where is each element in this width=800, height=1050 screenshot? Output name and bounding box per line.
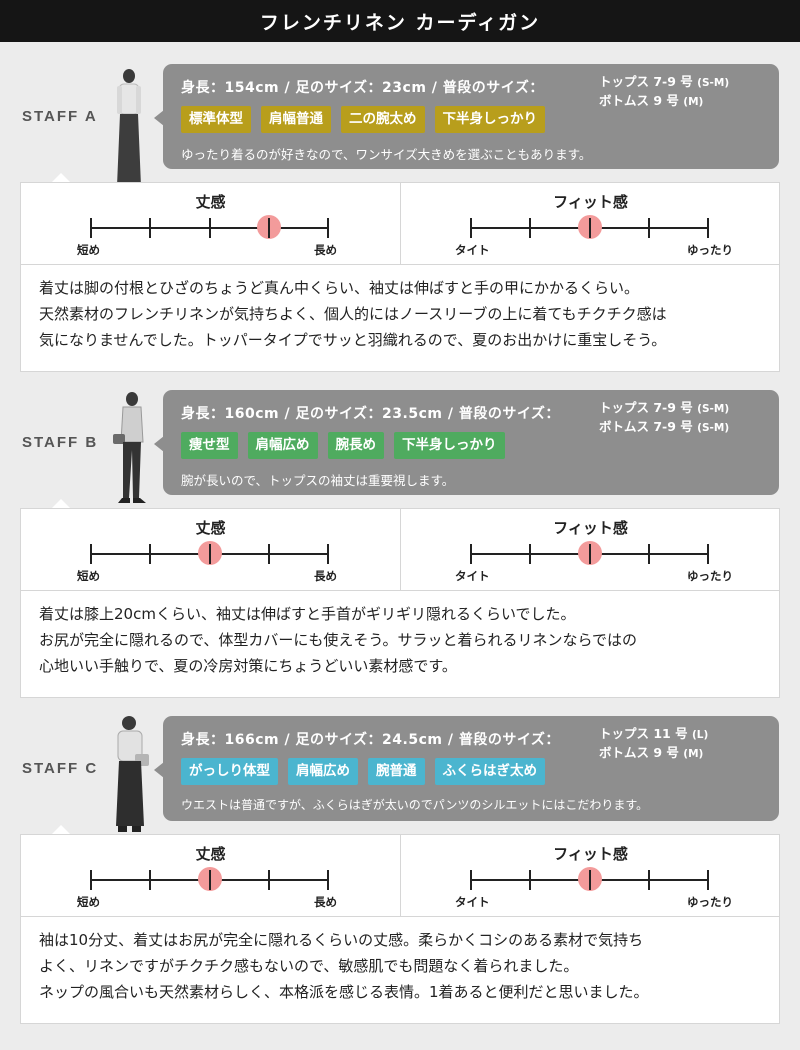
review-comment: 着丈は膝上20cmくらい、袖丈は伸ばすと手首がギリギリ隠れるくらいでした。 お尻… xyxy=(39,605,638,675)
fit-gauge: フィット感 タイト ゆったり xyxy=(400,835,780,916)
bottoms-size: ボトムス 9 号 xyxy=(599,745,679,760)
tag: 標準体型 xyxy=(181,106,251,133)
gauges: 丈感 短め 長め フィット感 xyxy=(21,183,779,265)
tag: 痩せ型 xyxy=(181,432,238,459)
staff-photo-a xyxy=(117,69,141,192)
gauge-right-label: 長め xyxy=(314,569,337,583)
gauge-right-label: ゆったり xyxy=(687,569,733,583)
staff-profile-bubble: 身長：160cm / 足のサイズ：23.5cm / 普段のサイズ： トップス 7… xyxy=(154,390,779,495)
body-type-tags: 痩せ型 肩幅広め 腕長め 下半身しっかり xyxy=(181,432,505,459)
bottoms-size: ボトムス 7-9 号 xyxy=(599,419,693,434)
tag: 下半身しっかり xyxy=(434,106,545,133)
bottoms-size: ボトムス 9 号 xyxy=(599,93,679,108)
gauge-left-label: タイト xyxy=(455,895,490,909)
staff-measurements: 身長：154cm / 足のサイズ：23cm / 普段のサイズ： xyxy=(181,80,544,96)
gauge-left-label: 短め xyxy=(77,569,100,583)
staff-note: 腕が長いので、トップスの袖丈は重要視します。 xyxy=(181,473,455,488)
gauges: 丈感 短め 長め フィット感 xyxy=(21,509,779,591)
gauge-title: フィット感 xyxy=(553,519,628,537)
tops-size: トップス 7-9 号 xyxy=(599,400,693,415)
gauge-left-label: 短め xyxy=(77,895,100,909)
body-type-tags: 標準体型 肩幅普通 二の腕太め 下半身しっかり xyxy=(181,106,545,133)
staff-label: STAFF C xyxy=(22,760,99,777)
bottoms-size-code: (M) xyxy=(683,748,704,760)
staff-label: STAFF B xyxy=(22,434,99,451)
gauge-left-label: 短め xyxy=(77,243,100,257)
staff-note: ゆったり着るのが好きなので、ワンサイズ大きめを選ぶこともあります。 xyxy=(181,147,592,162)
gauge-right-label: ゆったり xyxy=(687,243,733,257)
usual-sizes: トップス 7-9 号 (S-M) ボトムス 9 号 (M) xyxy=(599,73,729,111)
tag: がっしり体型 xyxy=(181,758,278,785)
length-gauge: 丈感 短め 長め xyxy=(21,183,400,264)
gauge-left-label: タイト xyxy=(455,569,490,583)
length-gauge: 丈感 短め 長め xyxy=(21,509,400,590)
tops-size-code: (L) xyxy=(691,729,709,741)
tag: 下半身しっかり xyxy=(394,432,505,459)
review-card: 丈感 短め 長め フィット感 xyxy=(20,508,780,698)
tag: 二の腕太め xyxy=(341,106,425,133)
gauge-right-label: 長め xyxy=(314,895,337,909)
card-pointer xyxy=(52,173,70,182)
gauge-title: 丈感 xyxy=(195,845,226,863)
staff-measurements: 身長：160cm / 足のサイズ：23.5cm / 普段のサイズ： xyxy=(181,406,560,422)
staff-measurements: 身長：166cm / 足のサイズ：24.5cm / 普段のサイズ： xyxy=(181,732,560,748)
staff-photo-c xyxy=(116,716,149,832)
usual-sizes: トップス 7-9 号 (S-M) ボトムス 7-9 号 (S-M) xyxy=(599,399,729,437)
tag: 肩幅広め xyxy=(247,432,318,459)
tag: 腕長め xyxy=(327,432,384,459)
gauge-left-label: タイト xyxy=(455,243,490,257)
tops-size: トップス 7-9 号 xyxy=(599,74,693,89)
page-title: フレンチリネン カーディガン xyxy=(0,0,800,42)
gauge-title: フィット感 xyxy=(553,193,628,211)
tops-size-code: (S-M) xyxy=(697,403,730,415)
tag: 腕普通 xyxy=(368,758,425,785)
bottoms-size-code: (S-M) xyxy=(697,422,730,434)
review-card: 丈感 短め 長め フィット感 xyxy=(20,182,780,372)
review-comment: 着丈は脚の付根とひざのちょうど真ん中くらい、袖丈は伸ばすと手の甲にかかるくらい。… xyxy=(39,279,667,349)
review-card: 丈感 短め 長め フィット感 xyxy=(20,834,780,1024)
gauge-title: 丈感 xyxy=(195,193,226,211)
body-type-tags: がっしり体型 肩幅広め 腕普通 ふくらはぎ太め xyxy=(181,758,545,785)
staff-photo-b xyxy=(113,392,146,503)
staff-note: ウエストは普通ですが、ふくらはぎが太いのでパンツのシルエットにはこだわります。 xyxy=(181,798,649,812)
card-pointer xyxy=(52,499,70,508)
tag: ふくらはぎ太め xyxy=(434,758,545,785)
gauge-title: 丈感 xyxy=(195,519,226,537)
gauges: 丈感 短め 長め フィット感 xyxy=(21,835,779,917)
length-gauge: 丈感 短め 長め xyxy=(21,835,400,916)
staff-profile-bubble: 身長：166cm / 足のサイズ：24.5cm / 普段のサイズ： トップス 1… xyxy=(154,716,779,821)
fit-gauge: フィット感 タイト ゆったり xyxy=(400,183,780,264)
tag: 肩幅普通 xyxy=(261,106,331,133)
tops-size: トップス 11 号 xyxy=(599,726,688,741)
usual-sizes: トップス 11 号 (L) ボトムス 9 号 (M) xyxy=(599,725,708,763)
staff-review-list: STAFF A 身長：154cm / 足のサイズ：23cm / 普段のサイズ： … xyxy=(0,42,800,1050)
staff-profile-bubble: 身長：154cm / 足のサイズ：23cm / 普段のサイズ： トップス 7-9… xyxy=(154,64,779,169)
staff-label: STAFF A xyxy=(22,108,98,125)
gauge-title: フィット感 xyxy=(553,845,628,863)
gauge-right-label: 長め xyxy=(314,243,337,257)
review-comment: 袖は10分丈、着丈はお尻が完全に隠れるくらいの丈感。柔らかくコシのある素材で気持… xyxy=(39,931,649,1001)
fit-gauge: フィット感 タイト ゆったり xyxy=(400,509,780,590)
card-pointer xyxy=(52,825,70,834)
tag: 肩幅広め xyxy=(288,758,358,785)
bottoms-size-code: (M) xyxy=(683,96,704,108)
gauge-right-label: ゆったり xyxy=(687,895,733,909)
tops-size-code: (S-M) xyxy=(697,77,730,89)
